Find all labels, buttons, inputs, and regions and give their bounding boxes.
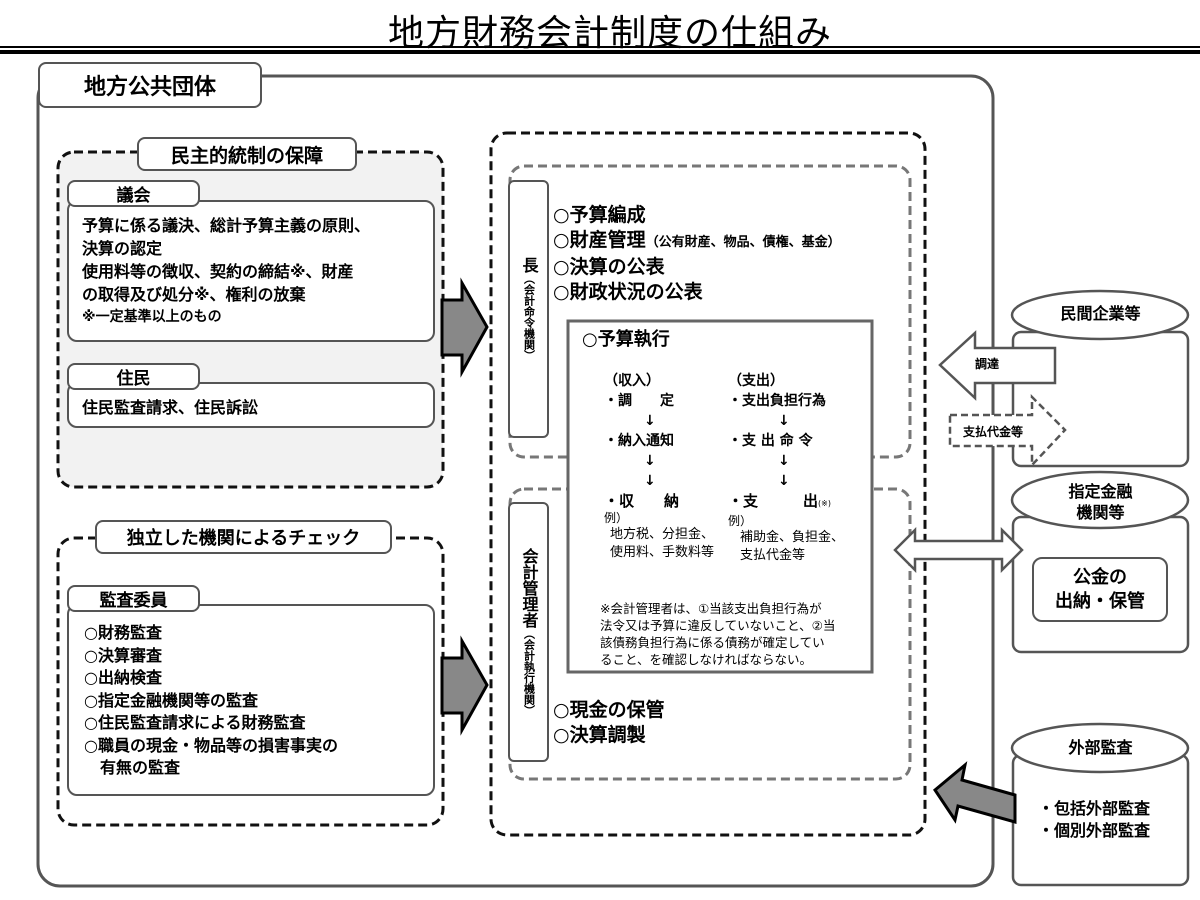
external-audit-arrow-icon	[933, 761, 1017, 824]
payment-arrow-icon	[948, 393, 1067, 469]
execution-note: ※会計管理者は、①当該支出負担行為が 法令又は予算に違反していないこと、②当 該…	[600, 600, 835, 668]
bank-label-line: 指定金融	[1068, 482, 1133, 501]
council-box	[67, 200, 435, 342]
execution-box	[566, 319, 874, 674]
head-item: ○決算の公表	[553, 256, 665, 278]
expense-column: （支出） ・支出負担行為 ↓ ・支 出 命 令 ↓ ↓ ・支 出(※) 例） 補…	[728, 371, 844, 565]
accountant-items: ○現金の保管 ○決算調製	[553, 698, 665, 748]
auditors-item: ○財務監査	[84, 623, 162, 642]
bank-label-line: 機関等	[1076, 503, 1125, 522]
org-label: 地方公共団体	[38, 62, 262, 108]
income-column: （収入） ・調 定 ↓ ・納入通知 ↓ ↓ ・収 納 例） 地方税、分担金、 使…	[604, 371, 714, 562]
council-line: 決算の認定	[82, 239, 163, 258]
property-note: （公有財産、物品、債権、基金）	[645, 235, 841, 250]
expense-mark: (※)	[818, 499, 831, 508]
note-line: 法令又は予算に違反していないこと、②当	[600, 618, 836, 633]
head-item: ○予算編成	[553, 204, 646, 226]
payment-label: 支払代金等	[963, 425, 1024, 439]
accountant-item: ○決算調製	[553, 724, 646, 746]
expense-step: ・支 出 命 令	[728, 433, 813, 449]
expense-step: ・支出負担行為	[728, 393, 826, 409]
execution-label: ○予算執行	[582, 329, 670, 350]
note-line: ※会計管理者は、①当該支出負担行為が	[600, 601, 822, 616]
income-step: ・納入通知	[604, 433, 674, 449]
bank-cylinder-top	[1010, 470, 1190, 530]
arrow-down-icon: ↓	[644, 413, 656, 429]
procure-label: 調達	[975, 357, 1000, 371]
auditors-item: ○職員の現金・物品等の損害事実の	[84, 735, 338, 755]
council-line: の取得及び処分※、権利の放棄	[82, 285, 306, 304]
head-sub: （会計命令機関）	[522, 273, 536, 361]
accountant-sub: （会計執行機関）	[522, 628, 536, 716]
bank-label: 指定金融 機関等	[1013, 481, 1188, 523]
head-item: ○財産管理	[553, 229, 646, 251]
independent-label: 独立した機関によるチェック	[95, 520, 392, 554]
head-items: ○予算編成 ○財産管理（公有財産、物品、債権、基金） ○決算の公表 ○財政状況の…	[553, 203, 841, 305]
income-step: ・収 納	[604, 492, 680, 510]
arrow-down-icon: ↓	[778, 473, 790, 489]
auditors-item: ○決算審査	[84, 645, 162, 665]
bank-inner-box: 公金の 出納・保管	[1032, 557, 1168, 622]
external-label: 外部監査	[1068, 738, 1133, 757]
external-items: ・包括外部監査 ・個別外部監査	[1038, 798, 1150, 842]
arrow-down-icon: ↓	[644, 473, 656, 489]
auditors-item: ○住民監査請求による財務監査	[84, 713, 306, 732]
head-label: 長	[519, 257, 539, 273]
income-step: ・調 定	[604, 393, 674, 409]
accountant-item: ○現金の保管	[553, 699, 665, 721]
auditors-item: ○指定金融機関等の監査	[84, 690, 258, 710]
note-line: ること、を確認しなければならない。	[600, 652, 813, 667]
head-item-row: ○財産管理（公有財産、物品、債権、基金）	[553, 228, 841, 255]
bank-inner-line: 公金の	[1073, 566, 1127, 588]
arrow-right-icon	[440, 635, 489, 736]
arrow-right-icon	[440, 277, 489, 378]
page-title: 地方財務会計制度の仕組み	[387, 13, 832, 54]
bank-inner-line: 出納・保管	[1055, 590, 1145, 612]
income-example: 使用料、手数料等	[610, 545, 715, 560]
residents-label: 住民	[67, 363, 200, 390]
external-item: ・個別外部監査	[1038, 821, 1151, 840]
expense-step: ・支 出	[728, 492, 819, 510]
income-header: （収入）	[604, 373, 660, 389]
auditors-box	[67, 604, 435, 796]
income-example-label: 例）	[604, 511, 629, 525]
expense-example: 補助金、負担金、	[740, 530, 845, 545]
head-label-box: 長 （会計命令機関）	[508, 180, 549, 438]
council-note: ※一定基準以上のもの	[82, 309, 222, 325]
accountant-label: 会計管理者	[519, 548, 539, 628]
council-line: 使用料等の徴収、契約の締結※、財産	[82, 262, 354, 281]
auditors-item: ○出納検査	[84, 668, 162, 687]
external-item: ・包括外部監査	[1038, 799, 1151, 818]
procure-arrow-icon	[938, 330, 1057, 401]
residents-text: 住民監査請求、住民訴訟	[82, 398, 259, 417]
arrow-down-icon: ↓	[778, 413, 790, 429]
auditors-list: ○財務監査 ○決算審査 ○出納検査 ○指定金融機関等の監査 ○住民監査請求による…	[84, 622, 338, 780]
head-item: ○財政状況の公表	[553, 281, 703, 303]
expense-example: 支払代金等	[740, 548, 806, 563]
arrow-down-icon: ↓	[778, 453, 790, 469]
note-line: 該債務負担行為に係る債務が確定してい	[600, 635, 825, 650]
external-cylinder-top	[1010, 722, 1190, 774]
expense-header: （支出）	[728, 373, 784, 389]
expense-example-label: 例）	[728, 514, 753, 528]
council-text: 予算に係る議決、総計予算主義の原則、 決算の認定 使用料等の徴収、契約の締結※、…	[82, 214, 370, 329]
council-label: 議会	[67, 180, 200, 207]
private-cylinder-top	[1010, 289, 1190, 341]
auditors-item: 有無の監査	[84, 758, 181, 777]
private-label: 民間企業等	[1060, 304, 1141, 323]
accountant-label-box: 会計管理者 （会計執行機関）	[508, 502, 549, 762]
income-example: 地方税、分担金、	[610, 527, 715, 542]
double-arrow-icon	[893, 526, 1024, 574]
arrow-down-icon: ↓	[644, 453, 656, 469]
democratic-label: 民主的統制の保障	[137, 137, 357, 171]
council-line: 予算に係る議決、総計予算主義の原則、	[82, 216, 371, 235]
auditors-label: 監査委員	[67, 585, 200, 612]
